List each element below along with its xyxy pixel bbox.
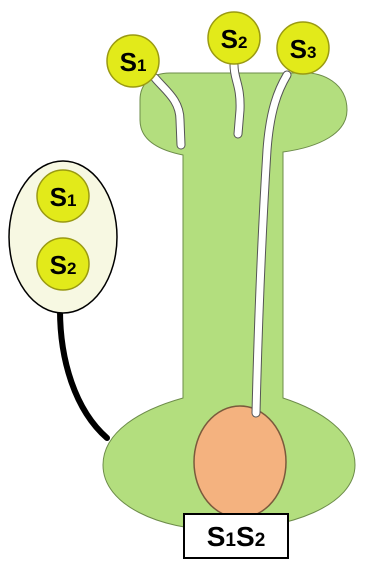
anther: S1 S2	[9, 161, 117, 313]
filament	[60, 310, 107, 438]
pollen-grain-s3: S3	[277, 22, 329, 74]
pollen-grain-s1: S1	[107, 35, 159, 87]
ovule-genotype-box: S1S2	[184, 514, 288, 558]
anther-pollen-s2: S2	[37, 238, 89, 290]
pollen-grain-s2: S2	[208, 12, 260, 64]
ovule	[194, 406, 286, 518]
anther-pollen-s1: S1	[37, 170, 89, 222]
